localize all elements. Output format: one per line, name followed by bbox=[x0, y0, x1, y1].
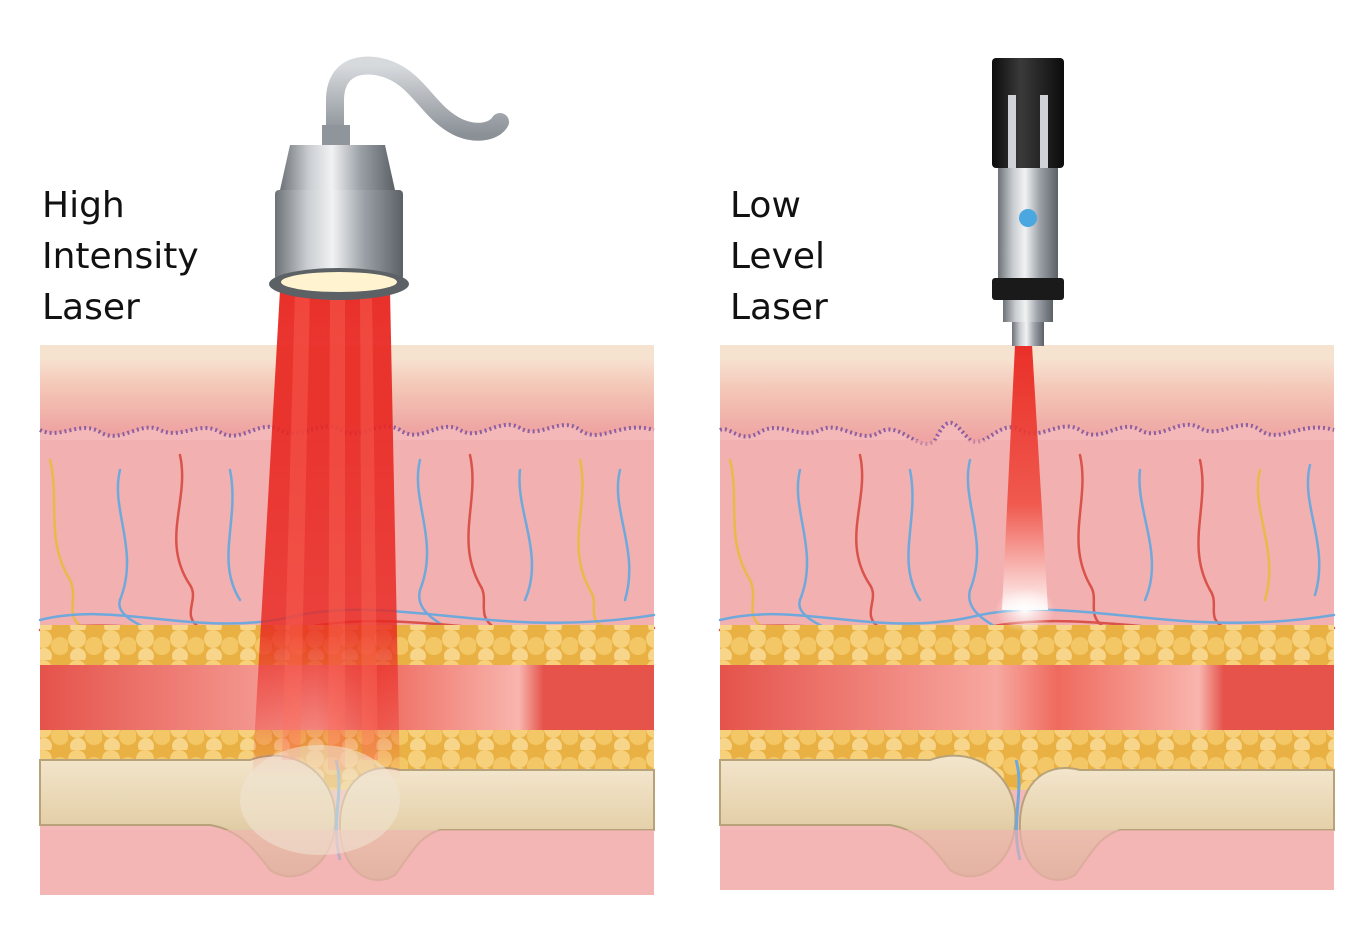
left-joint-blur bbox=[240, 745, 400, 855]
label-line: Level bbox=[730, 231, 828, 282]
right-base-tissue bbox=[720, 830, 1334, 890]
label-line: Intensity bbox=[42, 231, 199, 282]
high-intensity-laser-label: High Intensity Laser bbox=[42, 180, 199, 333]
low-level-laser-pen-icon bbox=[992, 58, 1064, 346]
low-level-laser-label: Low Level Laser bbox=[730, 180, 828, 333]
high-intensity-laser-head-icon bbox=[269, 65, 500, 300]
label-line: High bbox=[42, 180, 199, 231]
label-line: Laser bbox=[730, 282, 828, 333]
label-line: Low bbox=[730, 180, 828, 231]
label-line: Laser bbox=[42, 282, 199, 333]
